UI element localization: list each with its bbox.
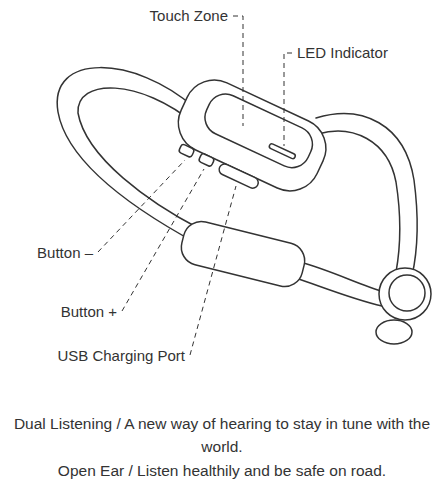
lower-band (300, 262, 384, 292)
tagline: Dual Listening / A new way of hearing to… (7, 412, 437, 458)
leader-line (98, 160, 185, 252)
callout-label: LED Indicator (296, 44, 389, 62)
usb-port (217, 162, 260, 190)
transducer (376, 268, 431, 344)
leader-line (122, 169, 204, 311)
ear-hook (316, 114, 417, 276)
tagline: Open Ear / Listen healthily and be safe … (7, 459, 437, 482)
lower-band (296, 278, 382, 306)
leader-line (233, 16, 243, 126)
callout-label: Button + (60, 303, 118, 321)
leader-line (284, 53, 292, 146)
battery-pod (178, 218, 309, 291)
neckband (57, 68, 198, 244)
control-unit (164, 70, 336, 210)
touch-pad (199, 88, 318, 173)
led-slot (269, 143, 296, 159)
leader-line (190, 186, 236, 355)
callout-label: USB Charging Port (56, 347, 186, 365)
callout-label: Touch Zone (149, 7, 229, 25)
button-minus (178, 144, 194, 158)
callout-label: Button – (36, 244, 94, 262)
ear-hook (318, 131, 400, 272)
button-plus (198, 153, 214, 167)
